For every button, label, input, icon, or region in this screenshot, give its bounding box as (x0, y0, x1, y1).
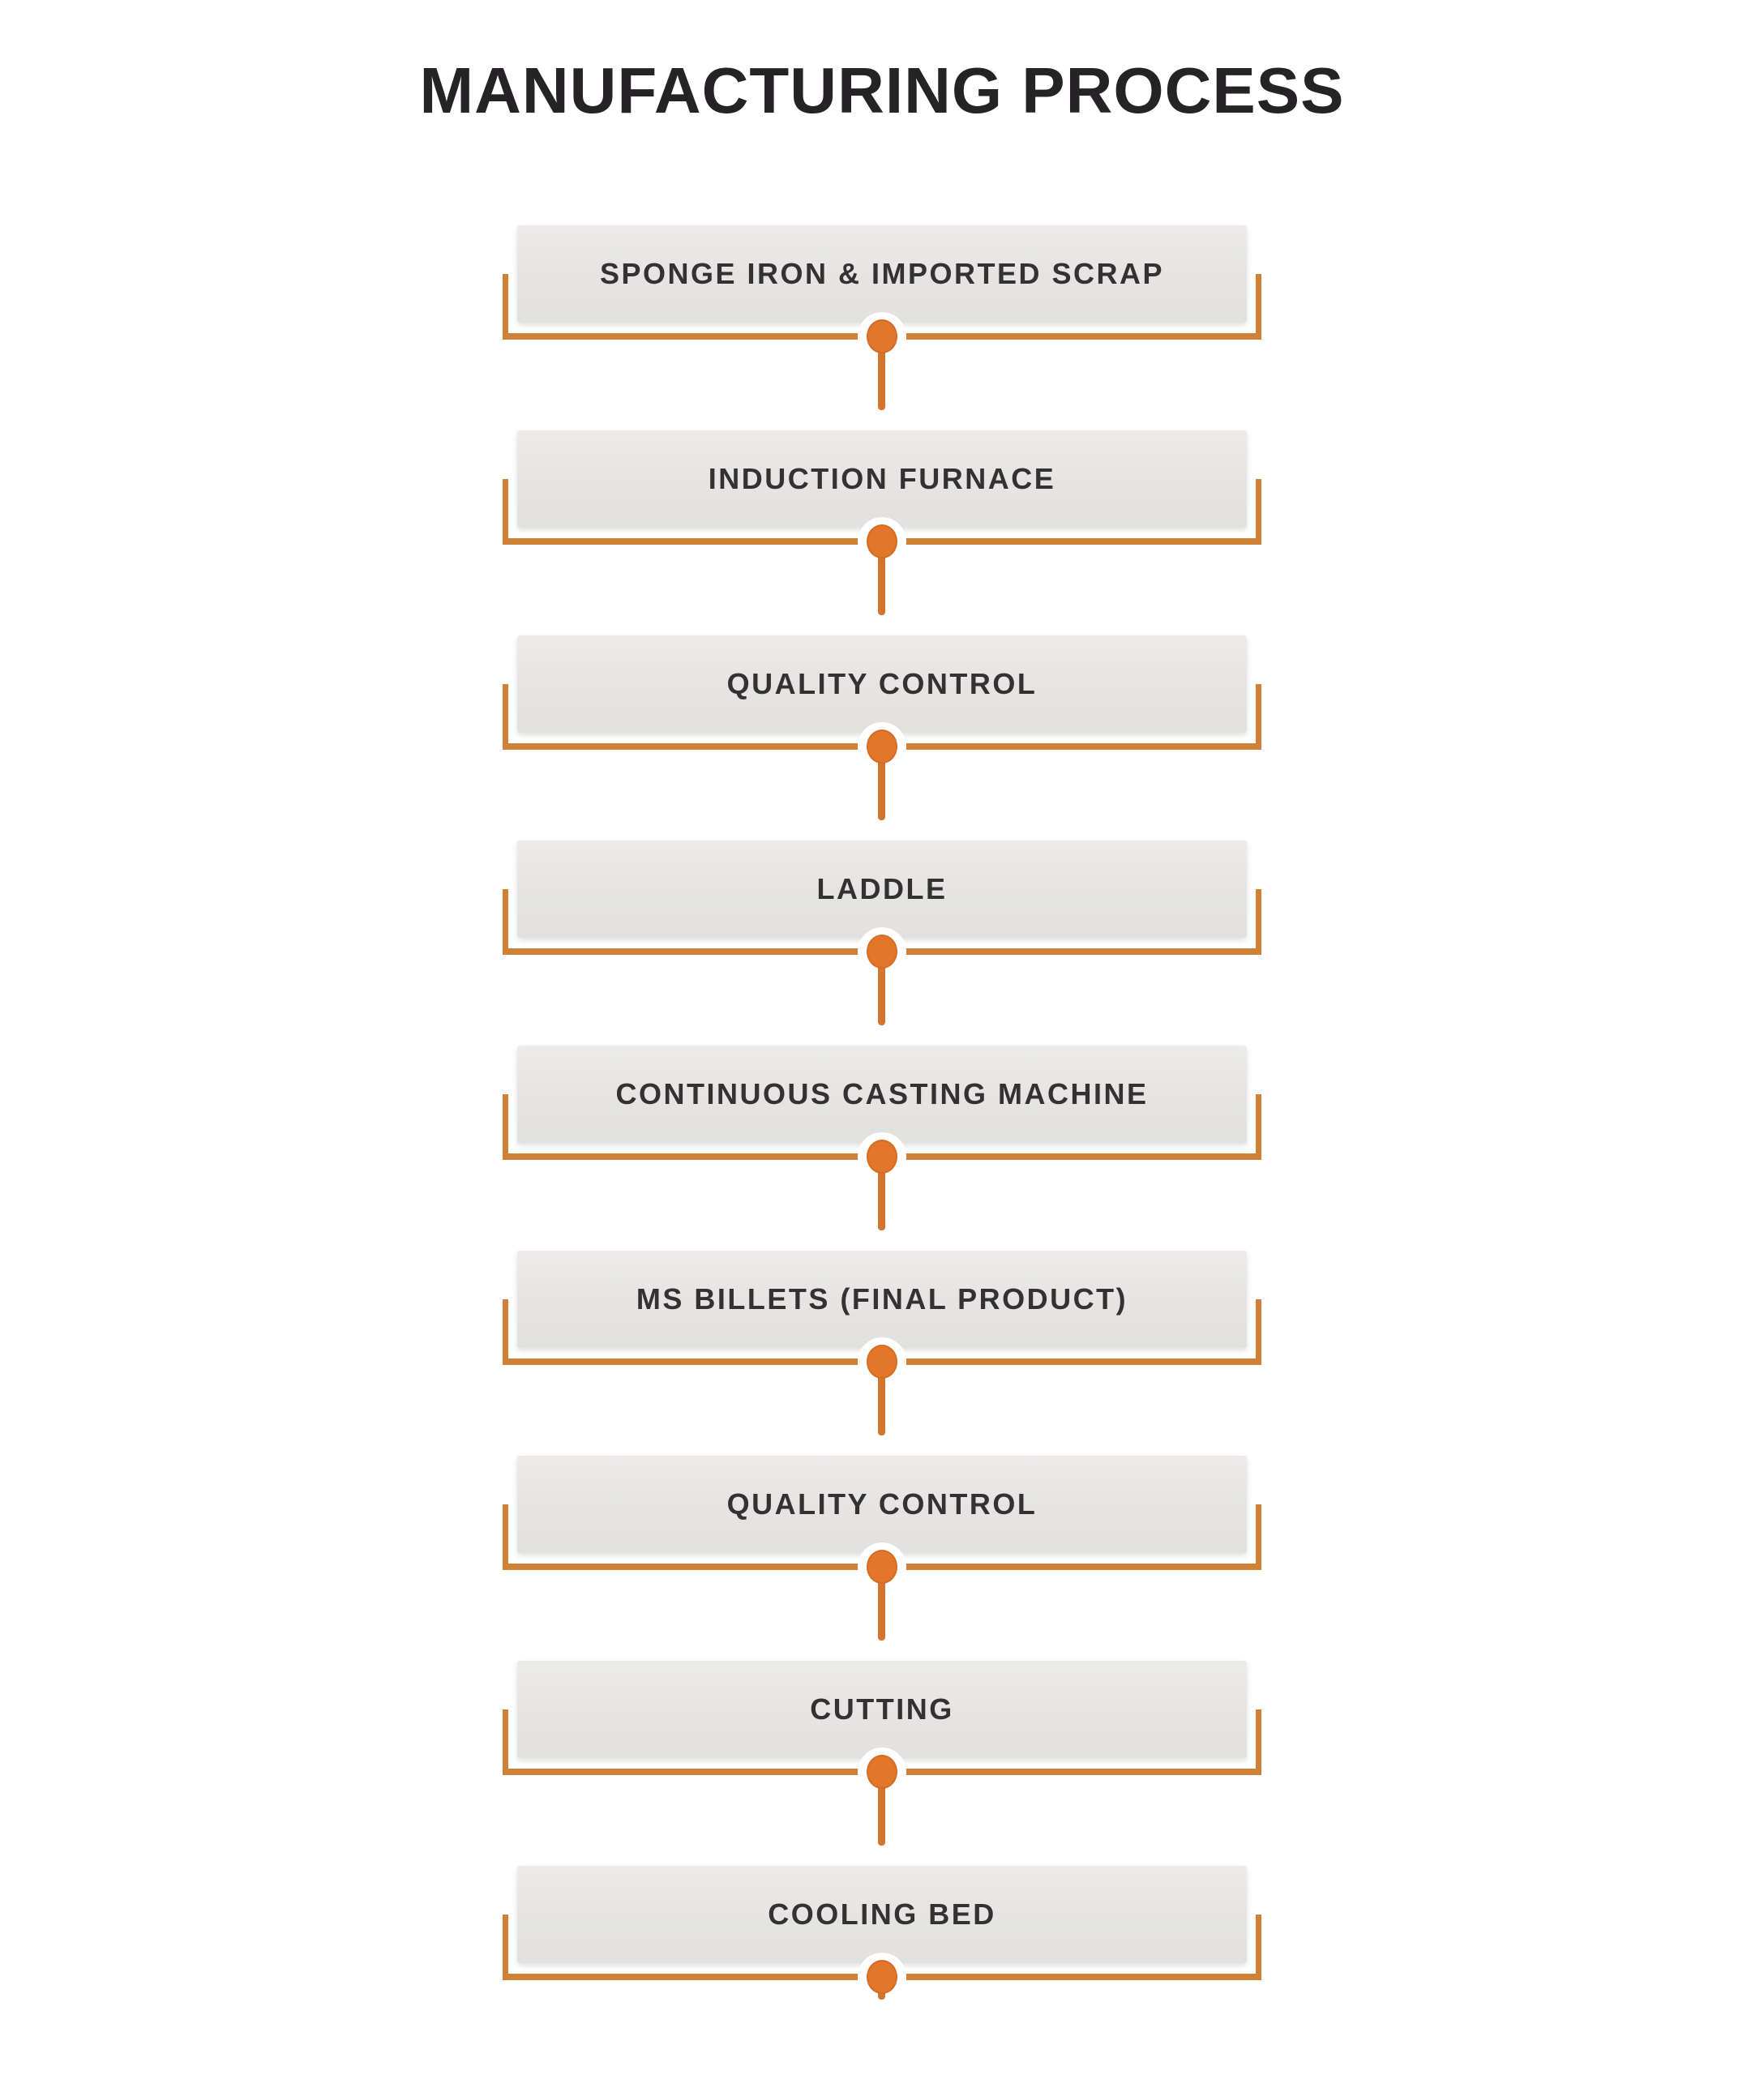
process-step-label: CUTTING (810, 1692, 954, 1726)
process-step: INDUCTION FURNACE (503, 430, 1261, 635)
connector-stem (878, 1772, 885, 1846)
process-step-box: CONTINUOUS CASTING MACHINE (517, 1046, 1247, 1143)
process-step: CUTTING (503, 1661, 1261, 1866)
process-step-label: INDUCTION FURNACE (708, 462, 1056, 495)
process-step-label: SPONGE IRON & IMPORTED SCRAP (599, 257, 1165, 290)
process-step: SPONGE IRON & IMPORTED SCRAP (503, 225, 1261, 430)
process-step-box: SPONGE IRON & IMPORTED SCRAP (517, 225, 1247, 323)
process-step-label: LADDLE (816, 872, 948, 905)
process-step-label: CONTINUOUS CASTING MACHINE (615, 1077, 1149, 1110)
connector-node-dot-icon (867, 524, 897, 558)
connector-node-dot-icon (867, 1755, 897, 1789)
process-step: QUALITY CONTROL (503, 635, 1261, 841)
process-step: CONTINUOUS CASTING MACHINE (503, 1046, 1261, 1251)
page-title: MANUFACTURING PROCESS (419, 54, 1345, 126)
process-step-box: INDUCTION FURNACE (517, 430, 1247, 528)
process-step-label: COOLING BED (768, 1897, 996, 1931)
connector-node-dot-icon (867, 319, 897, 353)
connector-node-dot-icon (867, 729, 897, 764)
process-flow: SPONGE IRON & IMPORTED SCRAP INDUCTION F… (503, 225, 1261, 2071)
process-step: QUALITY CONTROL (503, 1456, 1261, 1661)
process-step-box: QUALITY CONTROL (517, 1456, 1247, 1553)
process-step-box: CUTTING (517, 1661, 1247, 1758)
connector-node-dot-icon (867, 1140, 897, 1174)
connector-node-dot-icon (867, 1345, 897, 1379)
connector-node-dot-icon (867, 1960, 897, 1994)
connector-stem (878, 541, 885, 615)
connector-stem (878, 1157, 885, 1230)
process-step-label: MS BILLETS (FINAL PRODUCT) (636, 1282, 1128, 1316)
process-step: LADDLE (503, 841, 1261, 1046)
connector-stem (878, 336, 885, 410)
connector-stem (878, 1567, 885, 1641)
process-step-box: LADDLE (517, 841, 1247, 938)
process-step-label: QUALITY CONTROL (726, 667, 1038, 700)
connector-node-dot-icon (867, 1550, 897, 1584)
connector-node-dot-icon (867, 935, 897, 969)
connector-stem (878, 1362, 885, 1435)
process-step-box: COOLING BED (517, 1866, 1247, 1963)
process-step: COOLING BED (503, 1866, 1261, 2071)
connector-stem (878, 952, 885, 1025)
process-step-box: MS BILLETS (FINAL PRODUCT) (517, 1251, 1247, 1348)
process-step-label: QUALITY CONTROL (726, 1487, 1038, 1521)
process-step: MS BILLETS (FINAL PRODUCT) (503, 1251, 1261, 1456)
connector-stem (878, 747, 885, 820)
process-step-box: QUALITY CONTROL (517, 635, 1247, 733)
